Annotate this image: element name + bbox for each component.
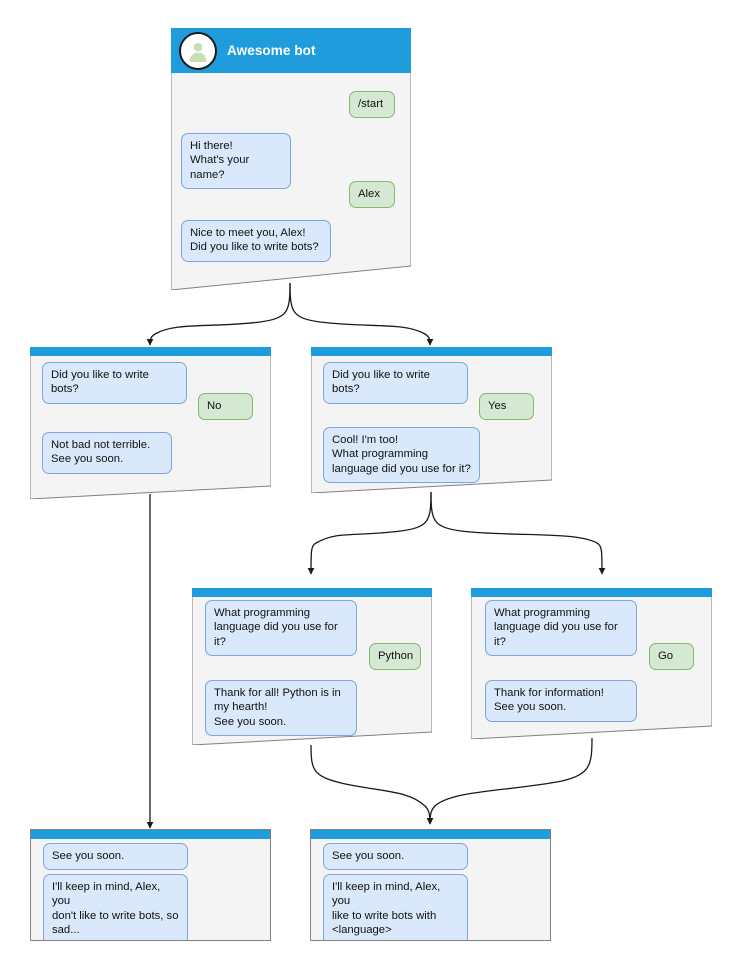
bot-message-bubble: Hi there! What's your name? <box>181 133 291 190</box>
user-message-bubble: /start <box>349 91 395 119</box>
bot-message-bubble: See you soon. <box>323 843 468 871</box>
user-message-bubble: No <box>198 393 253 421</box>
card-title-bar <box>30 347 271 356</box>
python-branch-card[interactable]: What programming language did you use fo… <box>192 588 432 745</box>
bot-message-bubble: I'll keep in mind, Alex, you like to wri… <box>323 874 468 940</box>
edge-yes-to-go <box>430 491 606 575</box>
bot-message-bubble: Nice to meet you, Alex! Did you like to … <box>181 220 331 262</box>
card-title-bar <box>311 830 550 839</box>
message-list: Did you like to write bots? No Not bad n… <box>30 347 271 499</box>
edge-root-to-yes <box>289 282 434 346</box>
card-title-bar: Awesome bot <box>171 28 411 73</box>
user-message-bubble: Yes <box>479 393 534 421</box>
user-message-bubble: Go <box>649 643 694 671</box>
bot-name-label: Awesome bot <box>227 43 316 58</box>
edge-yes-to-python <box>307 491 432 575</box>
go-branch-card[interactable]: What programming language did you use fo… <box>471 588 712 739</box>
bot-message-bubble: Did you like to write bots? <box>42 362 187 404</box>
bot-message-bubble: What programming language did you use fo… <box>485 600 637 657</box>
card-title-bar <box>192 588 432 597</box>
edge-go-to-end <box>426 737 593 825</box>
message-list: What programming language did you use fo… <box>192 588 432 745</box>
card-title-bar <box>31 830 270 839</box>
bot-message-bubble: Thank for information! See you soon. <box>485 680 637 722</box>
message-list: See you soon. I'll keep in mind, Alex, y… <box>31 830 270 940</box>
message-list: /start Hi there! What's your name? Alex … <box>171 28 411 290</box>
no-branch-card[interactable]: Did you like to write bots? No Not bad n… <box>30 347 271 499</box>
bot-message-bubble: See you soon. <box>43 843 188 871</box>
root-chat-card[interactable]: Awesome bot /start Hi there! What's your… <box>171 28 411 290</box>
end-sad-card[interactable]: See you soon. I'll keep in mind, Alex, y… <box>30 829 271 941</box>
end-happy-card[interactable]: See you soon. I'll keep in mind, Alex, y… <box>310 829 551 941</box>
bot-message-bubble: Cool! I'm too! What programming language… <box>323 427 480 484</box>
bot-message-bubble: Not bad not terrible. See you soon. <box>42 432 172 474</box>
card-title-bar <box>471 588 712 597</box>
bot-message-bubble: Did you like to write bots? <box>323 362 468 404</box>
card-title-bar <box>311 347 552 356</box>
edge-root-to-no <box>146 282 291 346</box>
person-avatar-icon <box>179 31 217 70</box>
bot-message-bubble: What programming language did you use fo… <box>205 600 357 657</box>
message-list: Did you like to write bots? Yes Cool! I'… <box>311 347 552 493</box>
bot-message-bubble: Thank for all! Python is in my hearth! S… <box>205 680 357 737</box>
user-message-bubble: Alex <box>349 181 395 209</box>
yes-branch-card[interactable]: Did you like to write bots? Yes Cool! I'… <box>311 347 552 493</box>
bot-message-bubble: I'll keep in mind, Alex, you don't like … <box>43 874 188 940</box>
user-message-bubble: Python <box>369 643 421 671</box>
edge-python-to-end <box>310 744 434 825</box>
message-list: What programming language did you use fo… <box>471 588 712 739</box>
message-list: See you soon. I'll keep in mind, Alex, y… <box>311 830 550 940</box>
